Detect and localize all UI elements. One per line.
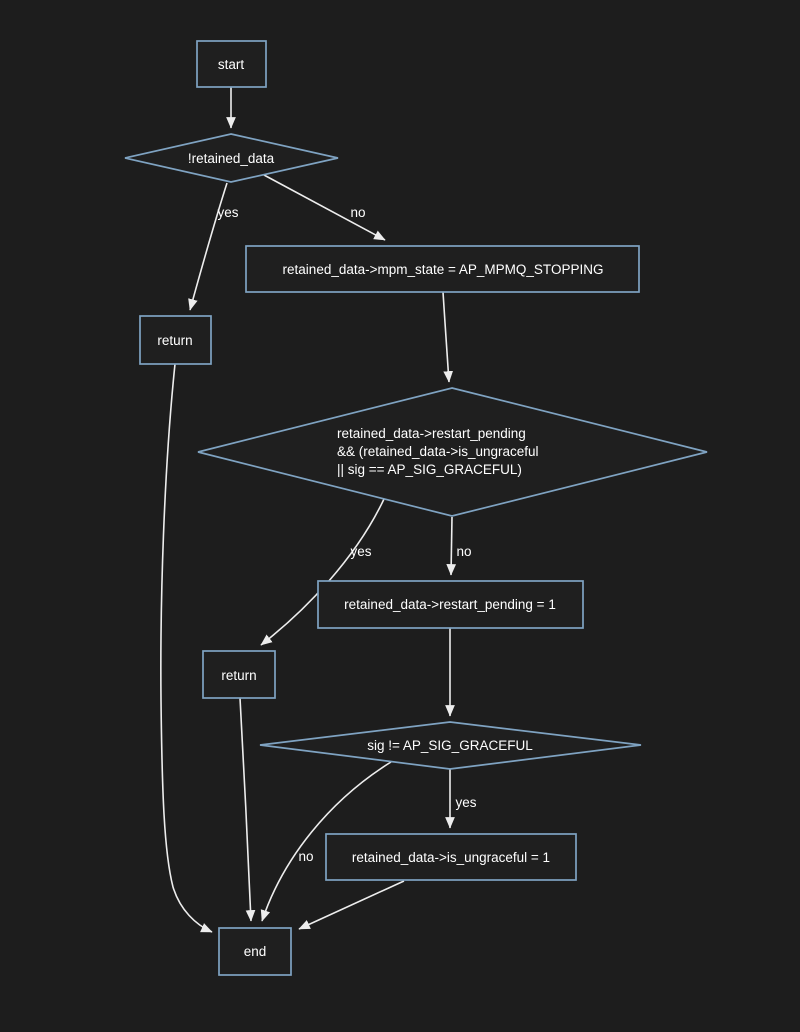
edge-return2-to-end [239, 697, 256, 922]
edge-labels: yes no yes no yes no [217, 205, 476, 864]
node-set-restart-pending: retained_data->restart_pending = 1 [317, 580, 584, 629]
edge-label-d1-no: no [350, 205, 365, 220]
edge-decision-retained-data-yes-to-return1 [188, 182, 228, 311]
decision-restart-pending-diamond [197, 387, 708, 517]
edge-decision-restart-pending-no-to-set-restart-pending [446, 516, 457, 576]
end-node-label: end [244, 944, 267, 959]
node-decision-retained-data: !retained_data [124, 133, 339, 183]
set-is-ungraceful-box [325, 833, 577, 881]
decision-restart-pending-label-line3: || sig == AP_SIG_GRACEFUL) [337, 462, 522, 477]
end-node-box [218, 927, 292, 976]
node-set-is-ungraceful: retained_data->is_ungraceful = 1 [325, 833, 577, 881]
node-return2: return [202, 650, 276, 699]
node-end: end [218, 927, 292, 976]
node-set-mpm-state: retained_data->mpm_state = AP_MPMQ_STOPP… [245, 245, 640, 293]
node-decision-restart-pending: retained_data->restart_pending && (retai… [197, 387, 708, 517]
edge-set-mpm-state-to-decision-restart-pending [442, 291, 454, 383]
set-is-ungraceful-label: retained_data->is_ungraceful = 1 [352, 850, 550, 865]
decision-retained-data-diamond [124, 133, 339, 183]
decision-sig-diamond [259, 721, 642, 770]
return2-box [202, 650, 276, 699]
return1-box [139, 315, 212, 365]
set-restart-pending-label: retained_data->restart_pending = 1 [344, 597, 556, 612]
edge-label-d1-yes: yes [217, 205, 238, 220]
edges [160, 87, 457, 933]
edge-label-d3-yes: yes [455, 795, 476, 810]
return1-label: return [157, 333, 192, 348]
edge-label-d3-no: no [298, 849, 313, 864]
edge-decision-retained-data-no-to-set-mpm-state [263, 174, 386, 241]
decision-sig-label: sig != AP_SIG_GRACEFUL [367, 738, 533, 753]
set-mpm-state-box [245, 245, 640, 293]
edge-label-d2-no: no [456, 544, 471, 559]
edge-decision-sig-no-to-end [260, 761, 392, 922]
start-node-box [196, 40, 267, 88]
start-node-label: start [218, 57, 245, 72]
node-start: start [196, 40, 267, 88]
set-restart-pending-box [317, 580, 584, 629]
decision-restart-pending-label-line2: && (retained_data->is_ungraceful [337, 444, 539, 459]
node-return1: return [139, 315, 212, 365]
decision-retained-data-label: !retained_data [188, 151, 275, 166]
edge-return1-to-end [160, 363, 213, 933]
set-mpm-state-label: retained_data->mpm_state = AP_MPMQ_STOPP… [283, 262, 604, 277]
decision-restart-pending-label-line1: retained_data->restart_pending [337, 426, 526, 441]
node-decision-sig: sig != AP_SIG_GRACEFUL [259, 721, 642, 770]
edge-label-d2-yes: yes [350, 544, 371, 559]
edge-set-is-ungraceful-to-end [298, 880, 405, 930]
return2-label: return [221, 668, 256, 683]
